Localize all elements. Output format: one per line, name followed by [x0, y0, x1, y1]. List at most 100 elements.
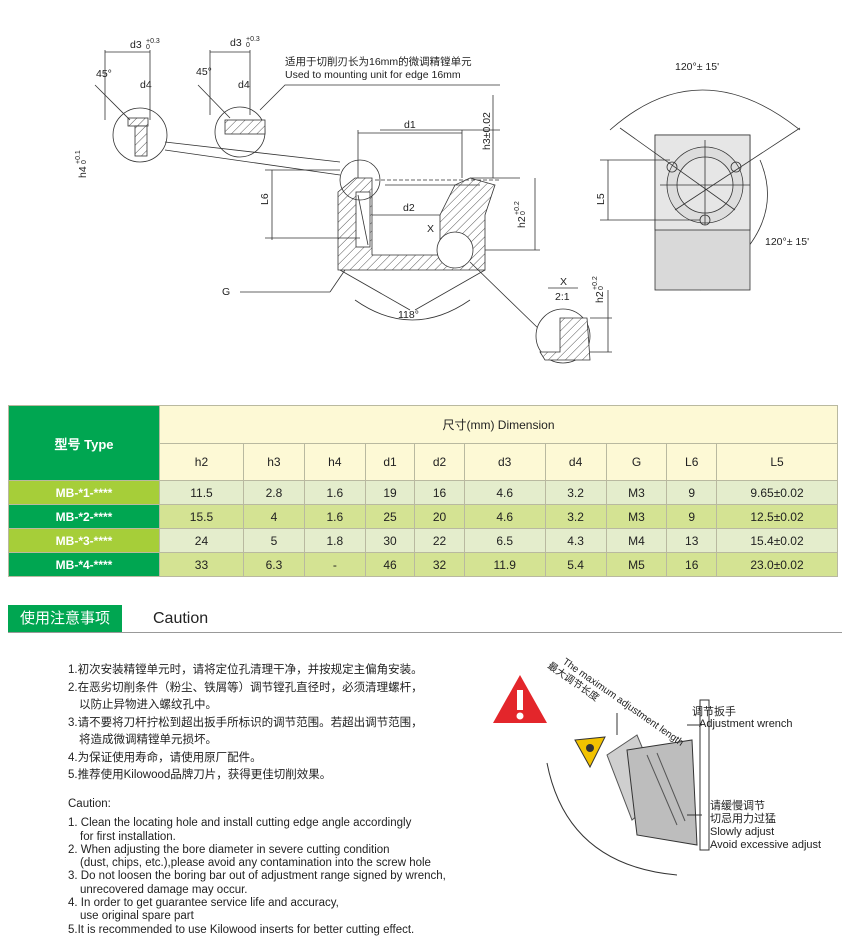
slow-cn-1: 请缓慢调节: [710, 799, 765, 812]
h2-tol-low-2: 0: [598, 286, 605, 290]
cell-L6: 16: [666, 552, 717, 577]
note-cn-line: 1.初次安装精镗单元时，请将定位孔清理干净，并按规定主偏角安装。: [68, 664, 423, 676]
column-header-h4: h4: [303, 443, 366, 481]
d3-label-2: d3: [230, 37, 242, 49]
h2-label: h2: [516, 216, 528, 228]
cell-L5: 12.5±0.02: [716, 504, 838, 529]
technical-drawing: d3 +0.3 0 45° d4 d3 +0.3 0 45° d4 h4 +0.…: [75, 36, 809, 364]
cell-L6: 13: [666, 528, 717, 553]
cell-d4: 5.4: [544, 552, 607, 577]
caution-title-en: Caution: [153, 610, 209, 627]
column-header-d1: d1: [364, 443, 416, 481]
cell-h2: 24: [159, 528, 244, 553]
cell-h4: -: [303, 552, 366, 577]
h3-label: h3±0.02: [481, 112, 493, 150]
cell-d1: 19: [364, 480, 416, 505]
note-en-line: 2. When adjusting the bore diameter in s…: [68, 843, 390, 856]
angle-45-label: 45°: [96, 68, 112, 80]
cell-d1: 30: [364, 528, 416, 553]
cell-h2: 15.5: [159, 504, 244, 529]
angle-118-label: 118°: [398, 309, 419, 321]
column-header-d3: d3: [463, 443, 546, 481]
d3-label: d3: [130, 39, 142, 51]
slow-cn-2: 切忌用力过猛: [710, 812, 776, 825]
h2-tol-2: +0.2: [592, 276, 599, 290]
note-en-line: 4. In order to get guarantee service lif…: [68, 897, 339, 910]
column-header-d4: d4: [544, 443, 607, 481]
L6-label: L6: [259, 193, 271, 205]
note-en-line: 3. Do not loosen the boring bar out of a…: [68, 870, 446, 883]
angle-120-top: 120°± 15': [675, 61, 719, 73]
g-label: G: [222, 286, 230, 298]
cell-d4: 3.2: [544, 480, 607, 505]
cell-d1: 25: [364, 504, 416, 529]
max-length-en: The maximum adjustment length: [560, 656, 685, 748]
d3-tol-low: 0: [146, 44, 150, 51]
angle-45-label-2: 45°: [196, 66, 212, 78]
d3-tol-2: +0.3: [246, 36, 260, 43]
cell-h3: 2.8: [242, 480, 305, 505]
note-cn-line: 以防止异物进入螺纹孔中。: [79, 699, 217, 711]
note-cn-line: 4.为保证使用寿命，请使用原厂配件。: [68, 751, 262, 764]
detail-scale: 2:1: [555, 291, 570, 303]
mounting-note-en: Used to mounting unit for edge 16mm: [285, 69, 461, 81]
cell-h3: 6.3: [242, 552, 305, 577]
note-en-line: for first installation.: [80, 830, 176, 843]
column-header-h2: h2: [159, 443, 244, 481]
slow-en-2: Avoid excessive adjust: [710, 839, 821, 851]
row-type: MB-*3-****: [8, 528, 160, 553]
dimension-header: 尺寸(mm) Dimension: [159, 405, 838, 444]
cell-h4: 1.6: [303, 480, 366, 505]
cell-d3: 6.5: [463, 528, 546, 553]
x-label: X: [427, 223, 434, 235]
h4-tol: +0.1: [75, 150, 82, 164]
h4-label: h4: [77, 166, 89, 178]
cell-G: M3: [605, 504, 668, 529]
section-divider: [8, 632, 842, 633]
cell-G: M5: [605, 552, 668, 577]
cell-d2: 20: [414, 504, 465, 529]
note-cn-line: 5.推荐使用Kilowood品牌刀片，获得更佳切削效果。: [68, 769, 332, 781]
h2-label-2: h2: [594, 291, 606, 303]
cell-d4: 4.3: [544, 528, 607, 553]
wrench-cn: 调节扳手: [692, 704, 736, 718]
slow-en-1: Slowly adjust: [710, 826, 774, 838]
note-cn-line: 3.请不要将刀杆拧松到超出扳手所标识的调节范围。若超出调节范围，: [68, 716, 423, 729]
note-en-line: 5.It is recommended to use Kilowood inse…: [68, 923, 415, 936]
cell-d3: 4.6: [463, 504, 546, 529]
column-header-h3: h3: [242, 443, 305, 481]
cell-L5: 23.0±0.02: [716, 552, 838, 577]
note-cn-line: 将造成微调精镗单元损坏。: [79, 734, 217, 746]
cell-L6: 9: [666, 504, 717, 529]
cell-h3: 4: [242, 504, 305, 529]
notes-en: Caution: 1. Clean the locating hole and …: [68, 798, 446, 937]
note-en-line: (dust, chips, etc.),please avoid any con…: [80, 857, 431, 870]
cell-d2: 22: [414, 528, 465, 553]
d1-label: d1: [404, 119, 416, 131]
row-type: MB-*1-****: [8, 480, 160, 505]
note-en-line: unrecovered damage may occur.: [80, 883, 248, 896]
cell-d3: 11.9: [463, 552, 546, 577]
cell-G: M4: [605, 528, 668, 553]
cell-h2: 33: [159, 552, 244, 577]
angle-120-bottom: 120°± 15': [765, 236, 809, 248]
h2-tol: +0.2: [514, 201, 521, 215]
d4-label-2: d4: [238, 79, 250, 91]
cell-h2: 11.5: [159, 480, 244, 505]
adjustment-illustration: The maximum adjustment length 最大调节长度 调节扳…: [493, 656, 821, 876]
d3-tol-low-2: 0: [246, 42, 250, 49]
h4-tol-low: 0: [81, 160, 88, 164]
cell-d1: 46: [364, 552, 416, 577]
d4-label: d4: [140, 79, 152, 91]
row-type: MB-*2-****: [8, 504, 160, 529]
L5-label: L5: [595, 193, 607, 205]
cell-d4: 3.2: [544, 504, 607, 529]
cell-h3: 5: [242, 528, 305, 553]
